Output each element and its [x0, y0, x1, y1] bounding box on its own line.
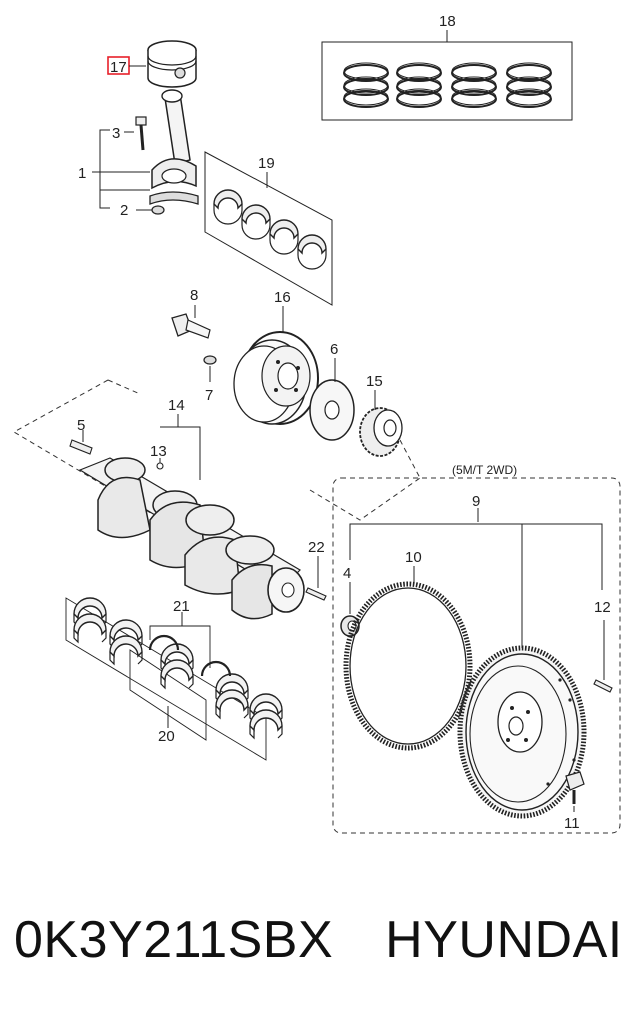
timing-sprocket [359, 407, 403, 457]
brand-name: HYUNDAI [385, 911, 623, 969]
callout-2: 2 [120, 202, 128, 219]
parts-diagram: 17 18 3 1 2 19 [12, 13, 621, 834]
crankshaft-pulley [233, 331, 319, 425]
callout-19: 19 [258, 155, 275, 172]
callout-9: 9 [472, 493, 480, 510]
main-bearing-set [65, 597, 283, 761]
callout-1: 1 [78, 165, 86, 182]
flywheel [457, 645, 587, 819]
rod-nut [151, 205, 165, 215]
thrust-washer-set [148, 634, 232, 677]
connecting-rod [149, 89, 199, 205]
callout-22: 22 [308, 539, 325, 556]
callout-4: 4 [343, 565, 351, 582]
callout-18: 18 [439, 13, 456, 30]
callout-16: 16 [274, 289, 291, 306]
callout-14: 14 [168, 397, 185, 414]
connecting-rod-bearing-set [204, 151, 333, 306]
crankshaft-key [69, 439, 93, 455]
callout-7: 7 [205, 387, 213, 404]
callout-11: 11 [564, 815, 580, 832]
callout-3: 3 [112, 125, 120, 142]
callout-5: 5 [77, 417, 85, 434]
variant-note: (5M/T 2WD) [452, 463, 517, 477]
crankshaft-plate [309, 379, 355, 441]
callout-20: 20 [158, 728, 175, 745]
callout-21: 21 [173, 598, 190, 615]
pulley-bolt [171, 313, 211, 339]
part-caption: 0K3Y211SBX HYUNDAI [14, 903, 634, 983]
flywheel-dowel-pin [593, 679, 613, 693]
part-number: 0K3Y211SBX [14, 911, 334, 969]
ring-gear [343, 581, 473, 751]
callout-8: 8 [190, 287, 198, 304]
flywheel-group-boundary [332, 477, 621, 834]
callout-15: 15 [366, 373, 383, 390]
callout-10: 10 [405, 549, 422, 566]
pulley-bolt-washer [203, 355, 217, 365]
flywheel-bolt [565, 771, 585, 804]
callout-12: 12 [594, 599, 611, 616]
callout-17: 17 [110, 59, 127, 76]
crankshaft [78, 457, 305, 620]
crankshaft-plug [156, 462, 164, 470]
callout-13: 13 [150, 443, 167, 460]
crankshaft-pin [305, 587, 327, 601]
piston-ring-set [321, 41, 573, 121]
callout-6: 6 [330, 341, 338, 358]
piston [147, 40, 197, 88]
rod-bolt [135, 116, 147, 151]
